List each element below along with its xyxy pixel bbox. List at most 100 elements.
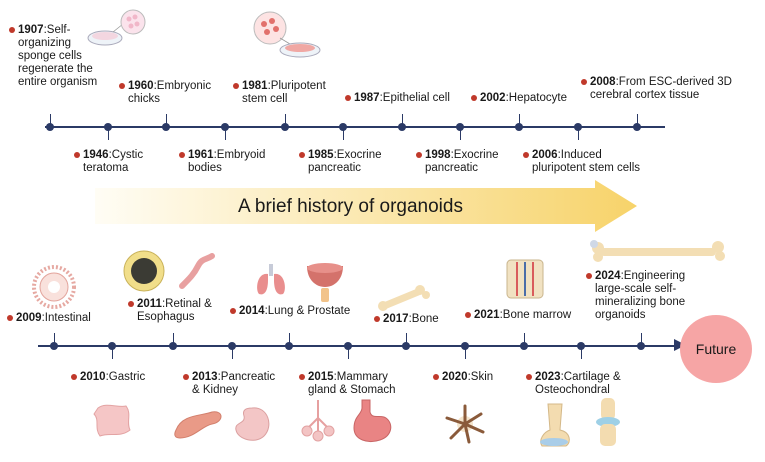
event-2008: 2008:From ESC-derived 3D cerebral cortex… bbox=[581, 76, 752, 102]
bottom-tick-2009 bbox=[54, 333, 55, 345]
event-text: :Exocrine pancreatic bbox=[425, 149, 499, 174]
bullet-dot bbox=[183, 374, 189, 380]
bone-marrow-illustration bbox=[506, 259, 544, 299]
history-arrow-banner bbox=[95, 180, 637, 232]
event-2014: 2014:Lung & Prostate bbox=[230, 305, 384, 318]
event-text: :Cystic teratoma bbox=[83, 149, 144, 174]
gastric-organoid-illustration bbox=[93, 404, 131, 437]
bottom-tick-2020 bbox=[465, 347, 466, 359]
bottom-node-2021 bbox=[520, 342, 528, 350]
event-text: :Hepatocyte bbox=[505, 92, 567, 104]
event-2017: 2017:Bone bbox=[374, 313, 463, 326]
event-text: :Epithelial cell bbox=[379, 92, 450, 104]
event-year: 2014 bbox=[239, 305, 265, 317]
event-text: :Cartilage & Osteochondral bbox=[535, 371, 621, 396]
lung-illustration bbox=[257, 264, 285, 295]
bottom-node-2010 bbox=[108, 342, 116, 350]
top-node-2002 bbox=[515, 123, 523, 131]
bullet-dot bbox=[71, 374, 77, 380]
bullet-dot bbox=[179, 152, 185, 158]
retinal-organoid-illustration bbox=[123, 250, 165, 292]
top-tick-2006 bbox=[578, 128, 579, 140]
stomach-illustration bbox=[353, 399, 392, 442]
bullet-dot bbox=[128, 301, 134, 307]
event-text: :From ESC-derived 3D cerebral cortex tis… bbox=[590, 76, 732, 101]
bone-illustration bbox=[378, 285, 430, 311]
esophagus-illustration bbox=[179, 253, 215, 289]
event-year: 2023 bbox=[535, 371, 561, 383]
event-year: 1946 bbox=[83, 149, 109, 161]
event-text: :Pancreatic & Kidney bbox=[192, 371, 276, 396]
top-tick-2002 bbox=[519, 114, 520, 126]
bottom-tick-2023 bbox=[581, 347, 582, 359]
bullet-dot bbox=[471, 95, 477, 101]
bullet-dot bbox=[465, 312, 471, 318]
future-label: Future bbox=[695, 341, 737, 357]
event-year: 1981 bbox=[242, 80, 268, 92]
event-1946: 1946:Cystic teratoma bbox=[74, 149, 163, 175]
large-bone-illustration bbox=[590, 240, 725, 262]
event-text: :Engineering large-scale self-mineralizi… bbox=[595, 270, 686, 321]
top-node-2006 bbox=[574, 123, 582, 131]
event-2011: 2011:Retinal & Esophagus bbox=[128, 298, 229, 324]
event-2023: 2023:Cartilage & Osteochondral bbox=[526, 371, 635, 397]
bullet-dot bbox=[299, 152, 305, 158]
future-circle: Future bbox=[680, 315, 752, 383]
cartilage-illustration bbox=[540, 403, 570, 447]
bottom-node-2014 bbox=[285, 342, 293, 350]
event-year: 1907 bbox=[18, 24, 44, 36]
event-text: :Gastric bbox=[105, 371, 146, 383]
event-2013: 2013:Pancreatic & Kidney bbox=[183, 371, 282, 397]
event-1960: 1960:Embryonic chicks bbox=[119, 80, 228, 106]
bottom-node-2024 bbox=[637, 342, 645, 350]
top-tick-1981 bbox=[285, 114, 286, 126]
bottom-tick-2011 bbox=[173, 333, 174, 345]
event-2024: 2024:Engineering large-scale self-minera… bbox=[586, 270, 695, 322]
event-text: :Mammary gland & Stomach bbox=[308, 371, 396, 396]
intestinal-organoid-illustration bbox=[32, 265, 76, 309]
bullet-dot bbox=[374, 316, 380, 322]
bottom-node-2011 bbox=[169, 342, 177, 350]
prostate-illustration bbox=[307, 263, 343, 302]
event-1987: 1987:Epithelial cell bbox=[345, 92, 474, 105]
event-2021: 2021:Bone marrow bbox=[465, 309, 584, 322]
bullet-dot bbox=[586, 273, 592, 279]
bottom-tick-2015 bbox=[348, 347, 349, 359]
event-year: 2010 bbox=[80, 371, 106, 383]
event-year: 2024 bbox=[595, 270, 621, 282]
top-tick-1960 bbox=[166, 114, 167, 126]
top-tick-1961 bbox=[225, 128, 226, 140]
top-tick-2008 bbox=[637, 114, 638, 126]
top-node-1907 bbox=[46, 123, 54, 131]
top-tick-1907 bbox=[50, 114, 51, 126]
event-year: 2021 bbox=[474, 309, 500, 321]
event-1981: 1981:Pluripotent stem cell bbox=[233, 80, 342, 106]
bullet-dot bbox=[7, 315, 13, 321]
bottom-tick-2014 bbox=[289, 333, 290, 345]
bullet-dot bbox=[74, 152, 80, 158]
event-year: 2015 bbox=[308, 371, 334, 383]
bottom-node-2015 bbox=[344, 342, 352, 350]
bullet-dot bbox=[581, 79, 587, 85]
mammary-gland-illustration bbox=[301, 400, 335, 442]
event-text: :Pluripotent stem cell bbox=[242, 80, 326, 105]
event-text: :Retinal & Esophagus bbox=[137, 298, 212, 323]
stem-cell-petri-dish-illustration bbox=[253, 11, 321, 58]
sponge-cells-petri-dish-illustration bbox=[87, 9, 146, 46]
top-node-2008 bbox=[633, 123, 641, 131]
bottom-node-2020 bbox=[461, 342, 469, 350]
top-node-1946 bbox=[104, 123, 112, 131]
bottom-tick-2021 bbox=[524, 333, 525, 345]
event-text: :Induced pluripotent stem cells bbox=[532, 149, 641, 174]
top-node-1981 bbox=[281, 123, 289, 131]
bottom-timeline-axis bbox=[38, 345, 678, 347]
event-text: :Intestinal bbox=[41, 312, 91, 324]
event-year: 2008 bbox=[590, 76, 616, 88]
bullet-dot bbox=[416, 152, 422, 158]
bullet-dot bbox=[526, 374, 532, 380]
top-tick-1987 bbox=[402, 114, 403, 126]
bullet-dot bbox=[433, 374, 439, 380]
bullet-dot bbox=[299, 374, 305, 380]
event-year: 1960 bbox=[128, 80, 154, 92]
top-tick-1985 bbox=[343, 128, 344, 140]
